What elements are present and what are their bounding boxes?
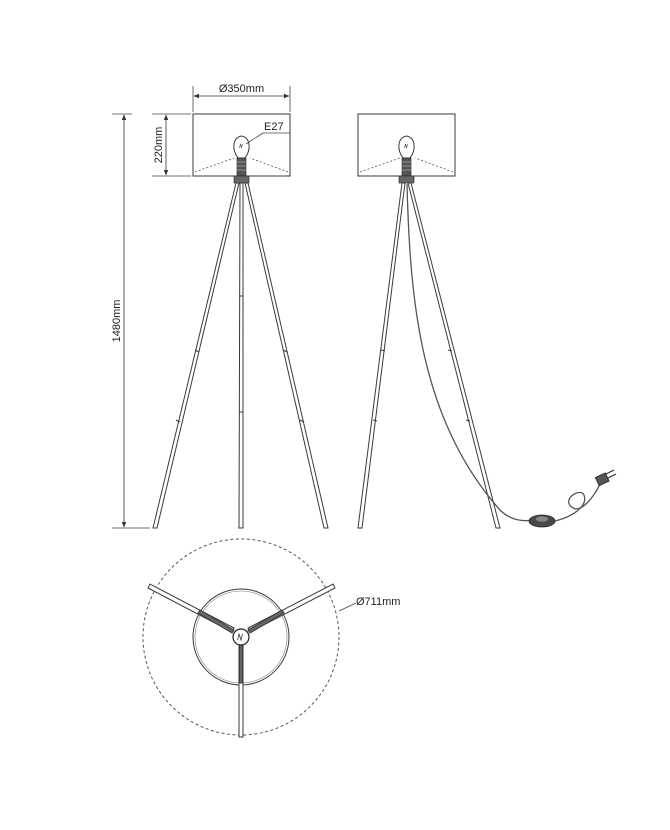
- shade-height-label: 220mm: [153, 127, 165, 164]
- side-left-leg: [357, 182, 406, 529]
- side-tripod-legs: [357, 182, 501, 529]
- side-bulb-socket: [401, 157, 412, 177]
- dimension-base-diameter: Ø711mm: [338, 596, 400, 612]
- total-height-label: 1480mm: [111, 300, 123, 343]
- front-view: E27: [152, 113, 329, 529]
- front-tripod-legs: [152, 182, 329, 529]
- foot-switch: [528, 514, 556, 528]
- front-right-leg: [244, 182, 329, 529]
- power-cord: [406, 183, 535, 522]
- front-bulb: [233, 135, 250, 184]
- side-bulb: [398, 135, 415, 184]
- base-footprint-circle: [142, 538, 340, 736]
- front-shade-inner-frame: [194, 157, 289, 173]
- side-view: [357, 113, 617, 529]
- dimension-shade-height: 220mm: [152, 113, 191, 177]
- top-view: [142, 538, 340, 738]
- center-socket-circle: [232, 628, 250, 646]
- side-shade-inner-frame: [359, 157, 454, 173]
- front-center-leg: [238, 182, 244, 529]
- dimension-total-height: 1480mm: [111, 113, 150, 529]
- power-cord-tail: [554, 483, 601, 522]
- base-diameter-label: Ø711mm: [356, 596, 400, 608]
- top-view-spider-arms: [197, 609, 285, 684]
- front-bulb-socket: [236, 157, 247, 177]
- power-plug: [594, 469, 617, 487]
- socket-label: E27: [264, 121, 284, 133]
- dimension-shade-diameter: Ø350mm: [192, 83, 291, 112]
- shade-diameter-label: Ø350mm: [219, 83, 264, 95]
- side-right-leg: [407, 182, 501, 529]
- front-left-leg: [152, 182, 240, 529]
